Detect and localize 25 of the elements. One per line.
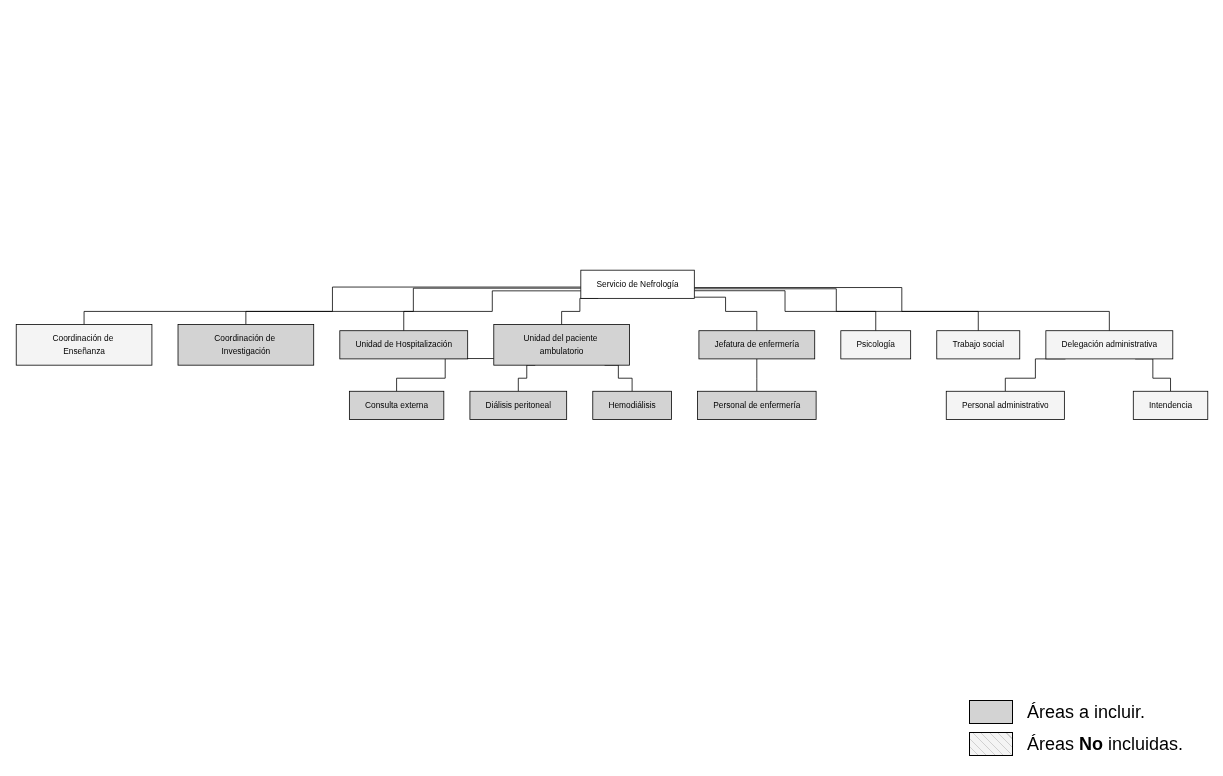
connector [402,290,581,332]
node-box: Jefatura de enfermería [698,330,815,360]
connector [245,288,581,326]
node-box: Diálisis peritoneal [469,391,567,421]
connector [755,358,757,392]
node-box: Trabajo social [935,330,1020,360]
node-box: Servicio de Nefrología [579,269,695,299]
node-box: Consulta externa [348,391,444,421]
node-box: Intendencia [1132,391,1208,421]
node-box: Personal de enfermería [696,391,816,421]
connector [693,297,757,332]
node-box: Hemodiálisis [591,391,672,421]
node-box: Unidad del paciente ambulatorio [492,324,630,366]
connector [693,290,876,332]
legend-label: Áreas a incluir. [1026,701,1145,723]
connector [693,288,979,332]
connector [693,287,1110,332]
connector [83,286,581,326]
node-box: Delegación administrativa [1044,330,1173,360]
node-box: Coordinación de Investigación [177,324,314,366]
node-box: Unidad de Hospitalización [338,330,468,360]
node-box: Coordinación de Enseñanza [15,324,152,366]
node-box: Psicología [839,330,911,360]
node-box: Personal administrativo [945,391,1065,421]
legend-label: Áreas No incluidas. [1026,733,1183,755]
